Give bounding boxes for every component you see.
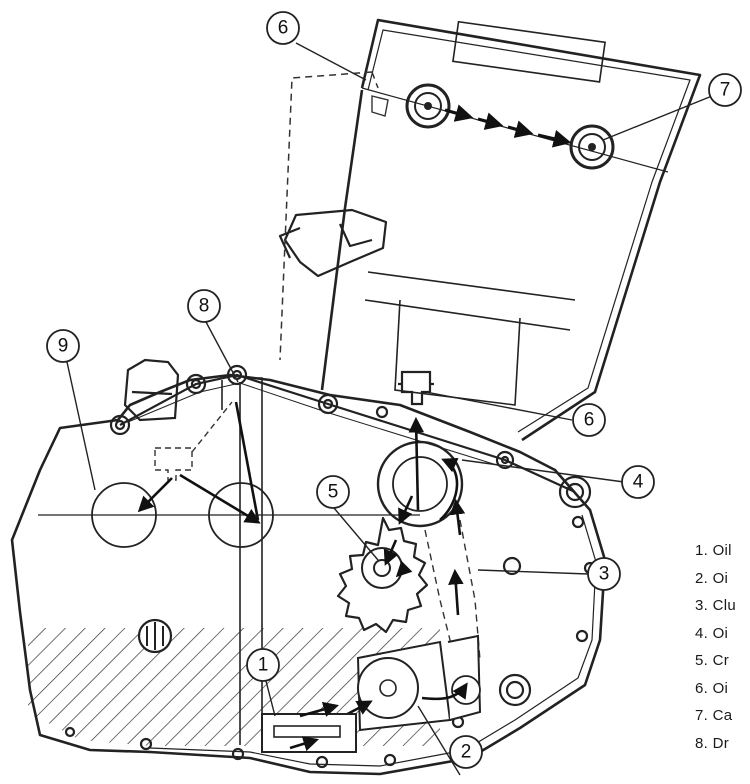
oil-drain-plug xyxy=(137,618,173,654)
crankshaft-gear xyxy=(336,516,429,634)
cam-oil-flow-arrows xyxy=(444,104,572,148)
legend-item: 6. Oi xyxy=(695,679,729,697)
oil-filler-cap xyxy=(123,358,180,422)
head-fins xyxy=(364,271,576,406)
callout-6-top: 6 xyxy=(266,11,300,45)
parts-legend: 1. Oil 2. Oi 3. Clu 4. Oi 5. Cr 6. Oi 7.… xyxy=(695,541,736,761)
callout-leader-lines xyxy=(66,42,713,776)
cam-chain-tensioner xyxy=(278,208,388,278)
svg-text:8: 8 xyxy=(199,296,210,317)
crankcase-inner-outline xyxy=(149,514,597,767)
oil-gallery-dashed xyxy=(279,71,379,361)
legend-item: 5. Cr xyxy=(695,652,730,669)
legend-item: 3. Clu xyxy=(695,597,736,614)
svg-text:9: 9 xyxy=(58,336,69,357)
svg-text:6: 6 xyxy=(278,18,289,39)
legend-item: 7. Ca xyxy=(695,707,733,724)
oil-pressure-switch xyxy=(398,370,434,406)
gear-oil-flow xyxy=(383,539,413,578)
filter-oil-flow xyxy=(398,416,459,525)
svg-text:5: 5 xyxy=(328,482,339,503)
callout-7: 7 xyxy=(708,73,742,107)
legend-item: 4. Oi xyxy=(695,624,729,642)
callout-6-lower: 6 xyxy=(572,403,606,437)
svg-text:2: 2 xyxy=(461,742,472,763)
svg-text:6: 6 xyxy=(584,410,595,431)
svg-text:3: 3 xyxy=(599,564,610,585)
callout-9: 9 xyxy=(46,329,80,363)
cylinder-head-outline xyxy=(320,18,702,442)
head-feed-nub xyxy=(371,95,389,117)
callout-5: 5 xyxy=(316,475,350,509)
oil-strainer xyxy=(261,701,357,753)
oil-distribution-block xyxy=(154,401,233,481)
callout-8: 8 xyxy=(187,289,221,323)
svg-text:4: 4 xyxy=(633,472,644,493)
oil-dipstick-column xyxy=(221,377,263,745)
cam-cover-slot xyxy=(452,20,606,83)
callout-4: 4 xyxy=(621,465,655,499)
drive-shaft xyxy=(208,482,274,548)
shaft-oil-flow-arrows xyxy=(137,401,261,524)
legend-item: 8. Dr xyxy=(695,734,730,752)
camshaft-sprocket-intake xyxy=(405,83,451,129)
main-shaft xyxy=(91,482,157,548)
svg-text:7: 7 xyxy=(720,80,731,101)
legend-item: 2. Oi xyxy=(695,569,729,587)
callout-3: 3 xyxy=(587,557,621,591)
oil-filter xyxy=(376,440,464,528)
callout-1: 1 xyxy=(246,648,280,682)
legend-item: 1. Oil xyxy=(695,542,732,559)
oil-pump xyxy=(356,634,482,732)
crankcase-seam xyxy=(119,373,576,494)
svg-text:1: 1 xyxy=(258,655,269,676)
callout-2: 2 xyxy=(449,735,483,769)
